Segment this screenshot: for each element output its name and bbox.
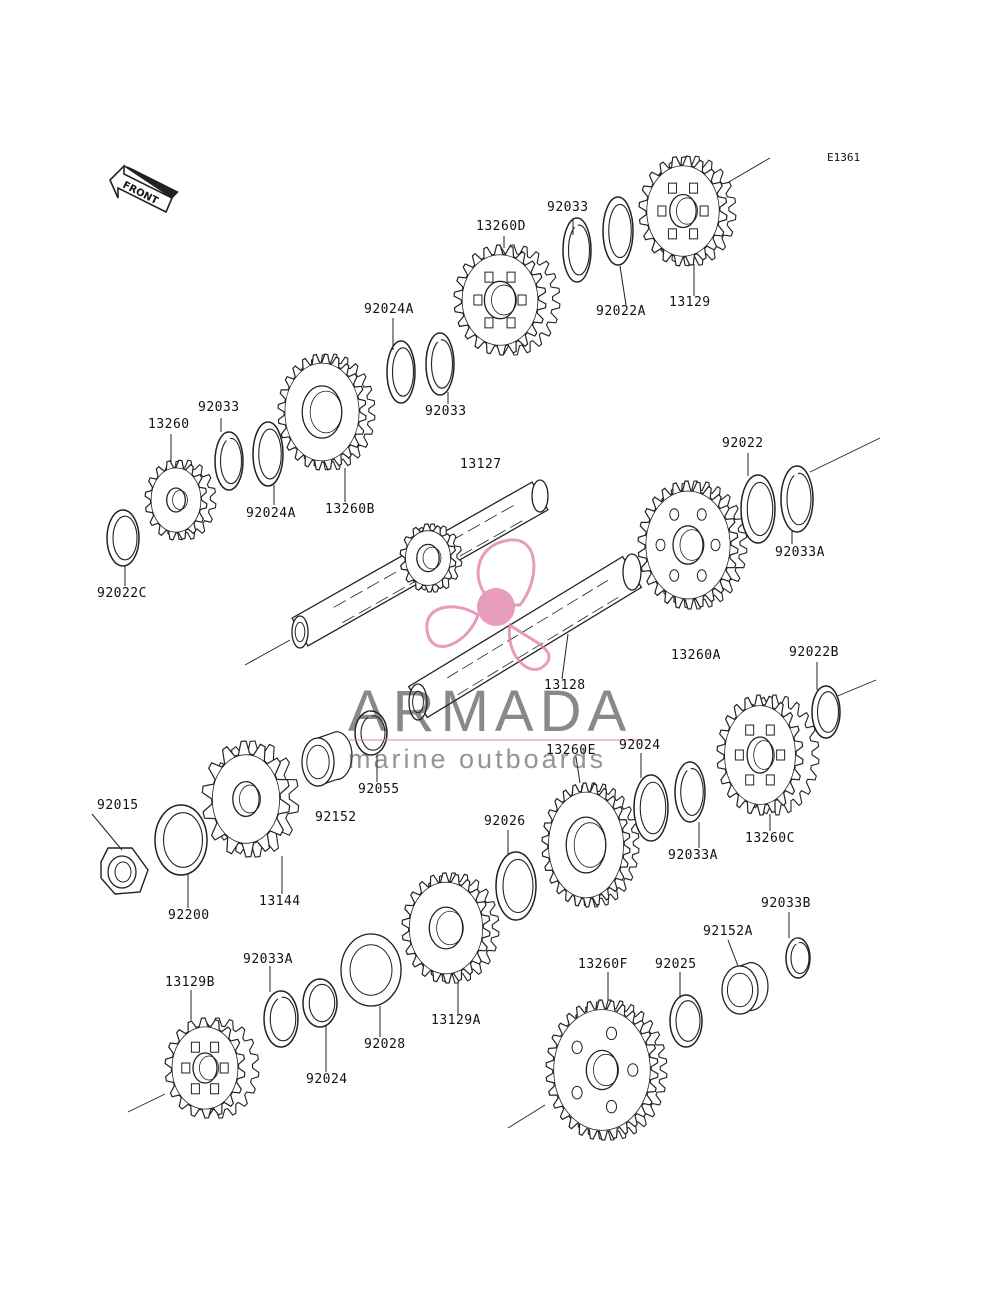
gear-13260e [541,782,640,908]
part-label-92024a: 92024A [246,506,296,521]
part-label-92033b: 92033B [761,896,811,911]
gear-13260f [545,999,668,1141]
bushing-92152a [721,961,769,1015]
part-label-92015: 92015 [97,798,139,813]
bushing-92028 [340,933,402,1007]
part-label-92025: 92025 [655,957,697,972]
washer-92022c [106,509,140,567]
front-arrow: FRONT [109,164,179,214]
washer-92026 [495,851,537,921]
part-label-92022a: 92022A [596,304,646,319]
circlip-92033 [562,217,592,283]
leader-line [91,813,123,851]
diagram-code: E1361 [827,151,861,164]
circlip-92022b [811,685,841,739]
part-label-92033a: 92033A [668,848,718,863]
circlip-92033b [785,937,811,979]
leader-line [727,939,739,967]
circlip-92022 [740,474,776,544]
circlip-92033a [780,465,814,533]
leader-line [561,633,569,680]
part-label-13144: 13144 [259,894,301,909]
gear-13129a [401,872,500,984]
part-label-13128: 13128 [544,678,586,693]
part-label-92200: 92200 [168,908,210,923]
circlip-92055 [354,710,388,756]
circlip-92024a [386,340,416,404]
sprocket-13144 [201,740,300,858]
part-label-92033a: 92033A [775,545,825,560]
nut-92015 [100,847,149,895]
part-label-13127: 13127 [460,457,502,472]
part-label-13129a: 13129A [431,1013,481,1028]
gear-13129 [638,155,737,267]
circlip-92033a [674,761,706,823]
part-label-13260e: 13260E [546,743,596,758]
gear-13129b [164,1017,260,1119]
bushing-92152 [301,731,353,787]
part-label-13260c: 13260C [745,831,795,846]
part-label-92033: 92033 [547,200,589,215]
part-label-92024: 92024 [619,738,661,753]
part-label-92033: 92033 [198,400,240,415]
part-label-92055: 92055 [358,782,400,797]
circlip-92024 [633,774,669,842]
drive-shaft [407,553,643,721]
gear-13260d [453,244,561,356]
part-label-13129b: 13129B [165,975,215,990]
part-label-92024: 92024 [306,1072,348,1087]
part-label-92033: 92033 [425,404,467,419]
part-label-13260b: 13260B [325,502,375,517]
shaft-gear [399,523,463,593]
circlip-92033 [214,431,244,491]
part-label-92022c: 92022C [97,586,147,601]
gear-13260a [637,480,748,610]
part-label-13260a: 13260A [671,648,721,663]
gear-13260c [716,694,820,816]
axis-line [507,1104,546,1129]
axis-line [809,437,881,473]
leader-line [575,756,581,784]
part-label-13129: 13129 [669,295,711,310]
circlip-92024a [252,421,284,487]
axis-line [244,639,291,666]
axis-line [127,1093,166,1113]
part-label-92026: 92026 [484,814,526,829]
watermark-logo [348,538,650,741]
watermark-brand: ARMADA [348,679,633,744]
circlip-92033 [425,332,455,396]
part-label-13260: 13260 [148,417,190,432]
watermark-tagline: marine outboards [348,744,607,774]
part-label-92033a: 92033A [243,952,293,967]
washer-92025 [669,994,703,1048]
circlip-92033a [263,990,299,1048]
circlip-92022a [602,196,634,266]
leader-line [619,265,627,306]
part-label-92022b: 92022B [789,645,839,660]
part-label-92152: 92152 [315,810,357,825]
gear-13260b [277,353,376,471]
part-label-92152a: 92152A [703,924,753,939]
part-label-13260d: 13260D [476,219,526,234]
circlip-92024 [302,978,338,1028]
part-label-92024a: 92024A [364,302,414,317]
part-label-13260f: 13260F [578,957,628,972]
part-label-92028: 92028 [364,1037,406,1052]
washer-92200 [154,804,208,876]
part-label-92022: 92022 [722,436,764,451]
gear-13260 [144,459,217,541]
